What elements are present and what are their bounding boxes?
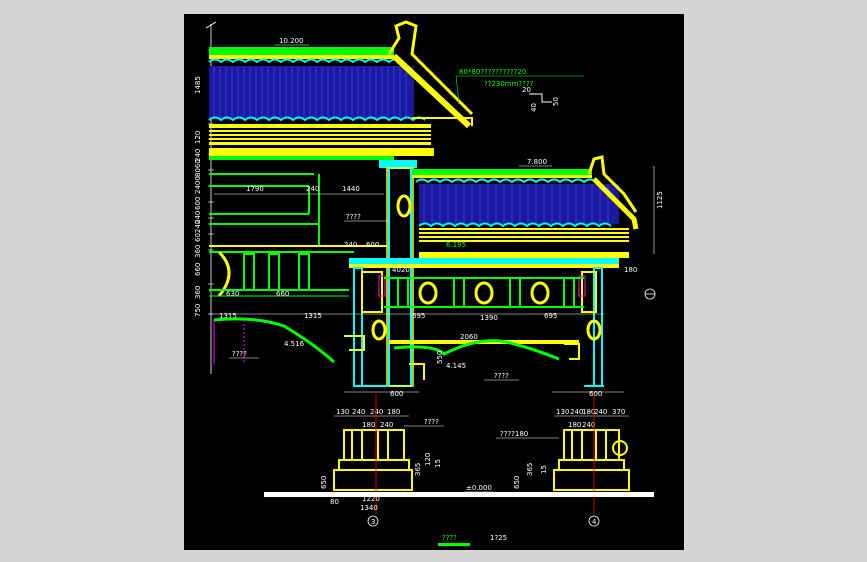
dim-600-lower-r: 600 xyxy=(589,390,602,398)
base-h-365: 365 xyxy=(414,463,422,476)
callout-tile-note-2: ??230mm???? xyxy=(484,80,534,88)
elev-eave: 6.195 xyxy=(446,241,466,249)
dim-600: 600 xyxy=(194,197,202,210)
left-dimension-chain: 1485 120 240 8060 2400 600 240 60240 360… xyxy=(194,21,217,374)
base-dim-l3: 180 xyxy=(387,408,400,416)
lower-bays: 4020 695 1390 695 2060 4.145 ???? 550 xyxy=(344,258,656,398)
base-dim-l0: 130 xyxy=(336,408,349,416)
elev-ground: ±0.000 xyxy=(466,484,492,492)
dim-600: 600 xyxy=(366,241,379,249)
label-c: ???? xyxy=(494,372,509,380)
dim-360b: 360 xyxy=(194,286,202,299)
base-right: 130 240 180 240 370 180 240 ????180 650 … xyxy=(496,394,630,527)
gate-body: 1790 240 1440 240 600 ???? xyxy=(209,156,417,387)
base-h-365-r: 365 xyxy=(526,463,534,476)
dim-1390: 1390 xyxy=(480,314,498,322)
base-h-15-r: 15 xyxy=(540,465,548,474)
dim-550: 550 xyxy=(436,351,444,364)
dim-240a: 240 xyxy=(306,185,319,193)
dim-600-lower: 600 xyxy=(390,390,403,398)
dim-1790: 1790 xyxy=(246,185,264,193)
dim-695a: 695 xyxy=(412,312,425,320)
base-dim-r2: 180 xyxy=(582,408,595,416)
axis-bubble-3 xyxy=(367,515,379,527)
base-dim-l5: 240 xyxy=(380,421,393,429)
dim-1315b: 1315 xyxy=(304,312,322,320)
tile-callouts: 80*80??????????20 ??230mm???? 20 50 40 xyxy=(455,68,584,112)
dim-1440: 1440 xyxy=(342,185,360,193)
base-dim-r1: 240 xyxy=(570,408,583,416)
dim-8060: 8060 xyxy=(194,159,202,177)
main-roof: 10.200 xyxy=(208,20,474,156)
dim-240b: 240 xyxy=(194,211,202,224)
base-dim-1340: 1340 xyxy=(360,504,378,512)
cad-drawing-canvas[interactable]: 1485 120 240 8060 2400 600 240 60240 360… xyxy=(184,14,684,550)
dim-360: 360 xyxy=(194,245,202,258)
label-d: ???? xyxy=(424,418,439,426)
base-h-650-r: 650 xyxy=(513,476,521,489)
base-dim-l1: 240 xyxy=(352,408,365,416)
base-h-15: 15 xyxy=(434,459,442,468)
callout-tile-note-1: 80*80??????????20 xyxy=(459,68,526,76)
dim-20: 20 xyxy=(522,86,531,94)
elev-floor2: 4.145 xyxy=(446,362,466,370)
ground-line: ±0.000 xyxy=(264,484,654,497)
drawing-title: ???? xyxy=(442,534,457,542)
base-left: 130 240 240 180 180 240 ???? 650 365 120… xyxy=(320,394,444,527)
axis-bubble-4 xyxy=(588,515,600,527)
title-block: ???? 1?25 xyxy=(438,534,507,546)
base-dim-r4: 370 xyxy=(612,408,625,416)
base-dim-r5: 180 xyxy=(568,421,581,429)
elev-top-roof: 10.200 xyxy=(279,37,304,45)
base-dim-80: 80 xyxy=(330,498,339,506)
side-roof: 7.800 xyxy=(412,155,664,258)
elevation-drawing: 1485 120 240 8060 2400 600 240 60240 360… xyxy=(194,20,664,546)
base-dim-1220: 1220 xyxy=(362,495,380,503)
label-a: ???? xyxy=(346,213,361,221)
dim-630: 630 xyxy=(226,290,239,298)
dim-2060: 2060 xyxy=(460,333,478,341)
dim-240b: 240 xyxy=(344,241,357,249)
dim-695b: 695 xyxy=(544,312,557,320)
dim-4020: 4020 xyxy=(392,266,410,274)
base-dim-r3: 240 xyxy=(594,408,607,416)
base-dim-r6: 240 xyxy=(582,421,595,429)
dim-40: 40 xyxy=(530,103,538,112)
label-e: ????180 xyxy=(500,430,528,438)
axis-label-4: 4 xyxy=(592,518,597,526)
dim-1315a: 1315 xyxy=(219,312,237,320)
base-h-120: 120 xyxy=(424,453,432,466)
dim-50: 50 xyxy=(552,97,560,106)
base-h-650: 650 xyxy=(320,476,328,489)
elev-mid-roof: 7.800 xyxy=(527,158,547,166)
dim-660: 660 xyxy=(194,263,202,276)
elev-floor1: 4.516 xyxy=(284,340,305,348)
dim-2400: 2400 xyxy=(194,176,202,194)
label-b: ???? xyxy=(232,350,247,358)
dim-1125: 1125 xyxy=(656,191,664,209)
dim-750: 750 xyxy=(194,304,202,317)
dim-120: 120 xyxy=(194,131,202,144)
base-dim-l4: 180 xyxy=(362,421,375,429)
drawing-scale: 1?25 xyxy=(490,534,507,542)
base-dim-l2: 240 xyxy=(370,408,383,416)
dim-60240: 60240 xyxy=(194,220,202,242)
dim-660: 660 xyxy=(276,290,289,298)
dim-180: 180 xyxy=(624,266,637,274)
dim-1485: 1485 xyxy=(194,76,202,94)
axis-label-3: 3 xyxy=(371,518,375,526)
dim-240: 240 xyxy=(194,149,202,162)
base-dim-r0: 130 xyxy=(556,408,569,416)
